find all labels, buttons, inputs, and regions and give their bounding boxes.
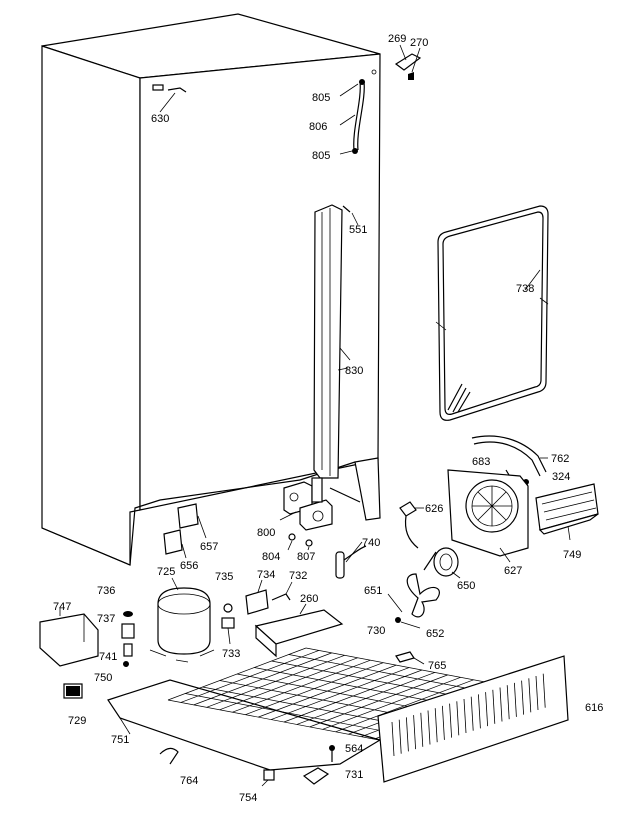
label-738: 738 (516, 283, 534, 295)
label-616: 616 (585, 702, 603, 714)
label-804: 804 (262, 551, 280, 563)
label-324: 324 (552, 471, 570, 483)
label-730: 730 (367, 625, 385, 637)
label-807: 807 (297, 551, 315, 563)
label-564: 564 (345, 743, 363, 755)
part-656-bracket (163, 529, 187, 559)
label-269: 269 (388, 33, 406, 45)
part-740-capacitor (335, 541, 367, 579)
part-741-bolt (123, 643, 133, 657)
part-749-cover (535, 483, 599, 541)
part-736-washer (123, 611, 133, 617)
label-737: 737 (97, 613, 115, 625)
part-652-clip (395, 617, 421, 629)
part-260-drain-pan (254, 603, 344, 658)
label-270: 270 (410, 37, 428, 49)
label-750: 750 (94, 672, 112, 684)
part-800-water-valve (279, 477, 361, 531)
part-729-block (63, 683, 83, 699)
label-657: 657 (200, 541, 218, 553)
label-734: 734 (257, 569, 275, 581)
part-762-tube (471, 435, 548, 477)
part-269-270-clip (394, 44, 422, 80)
part-616-rear-panel (377, 655, 569, 783)
label-626: 626 (425, 503, 443, 515)
part-626-harness (399, 501, 424, 549)
label-806: 806 (309, 121, 327, 133)
part-650-fan-motor (423, 547, 461, 579)
label-749: 749 (563, 549, 581, 561)
label-741: 741 (99, 651, 117, 663)
label-683: 683 (472, 456, 490, 468)
label-731: 731 (345, 769, 363, 781)
part-738-heater-loop (435, 205, 549, 421)
part-732-clip (271, 581, 293, 601)
label-830: 830 (345, 365, 363, 377)
part-737-grommet (121, 623, 135, 639)
label-260: 260 (300, 593, 318, 605)
label-733: 733 (222, 648, 240, 660)
part-630-bracket (159, 87, 187, 113)
part-807-fitting (305, 539, 313, 551)
label-627: 627 (504, 565, 522, 577)
label-754: 754 (239, 792, 257, 804)
part-765-clip (395, 651, 425, 665)
part-627-fan-shroud (447, 469, 529, 563)
label-805b: 805 (312, 150, 330, 162)
label-656: 656 (180, 560, 198, 572)
label-651: 651 (364, 585, 382, 597)
part-731-bracket (302, 767, 330, 785)
part-754-clip (261, 769, 275, 787)
label-764: 764 (180, 775, 198, 787)
part-651-fan-blade (387, 573, 440, 618)
part-804-fitting (287, 533, 296, 551)
label-725: 725 (157, 566, 175, 578)
label-551: 551 (349, 224, 367, 236)
part-764-clip (159, 747, 179, 765)
part-734-overload (245, 579, 269, 615)
part-551-screw (342, 205, 359, 226)
label-650: 650 (457, 580, 475, 592)
part-725-compressor (149, 577, 215, 663)
part-657-bracket (177, 503, 207, 539)
part-806-tube (339, 79, 365, 155)
label-762: 762 (551, 453, 569, 465)
part-830-duct (313, 204, 351, 479)
label-630: 630 (151, 113, 169, 125)
label-735: 735 (215, 571, 233, 583)
label-740: 740 (362, 537, 380, 549)
part-564-screw (329, 745, 335, 762)
callout-labels: 269 270 805 806 805 630 551 738 830 762 … (53, 33, 603, 804)
label-736: 736 (97, 585, 115, 597)
label-800: 800 (257, 527, 275, 539)
label-805a: 805 (312, 92, 330, 104)
label-652: 652 (426, 628, 444, 640)
part-747-cover (39, 608, 99, 667)
label-747: 747 (53, 601, 71, 613)
label-751: 751 (111, 734, 129, 746)
label-732: 732 (289, 570, 307, 582)
part-751-base-pan (107, 679, 382, 771)
part-733-relay (221, 617, 235, 645)
part-750-screw (123, 661, 129, 667)
part-735-grommet (223, 603, 233, 613)
label-729: 729 (68, 715, 86, 727)
label-765: 765 (428, 660, 446, 672)
